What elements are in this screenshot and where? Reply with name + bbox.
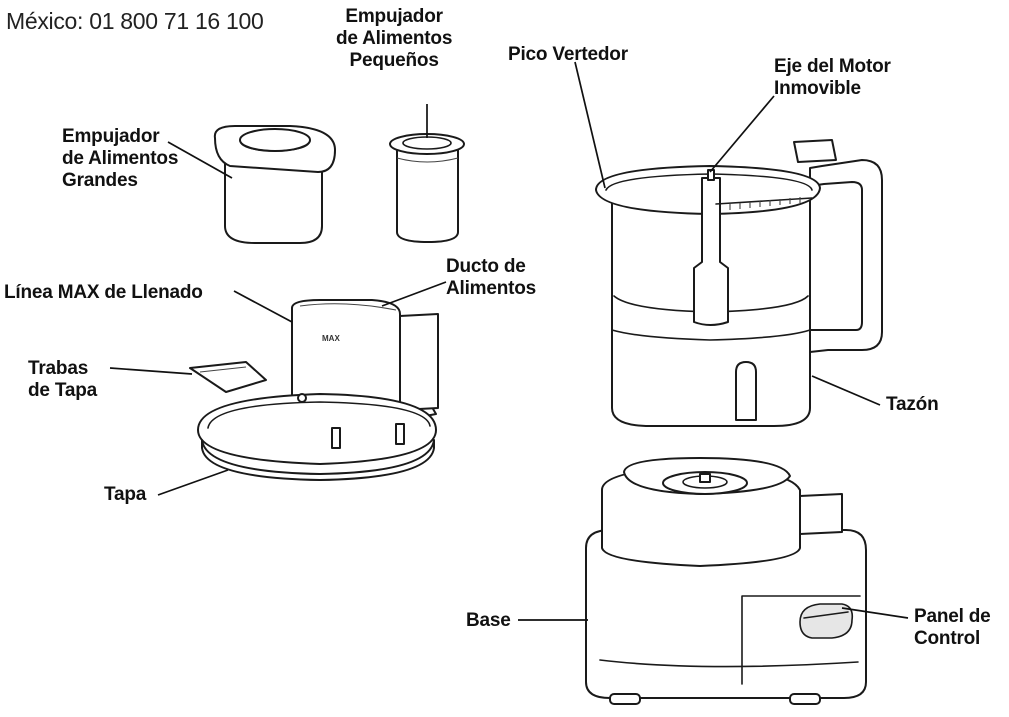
bowl xyxy=(595,139,883,427)
base xyxy=(585,457,867,705)
lid-assembly xyxy=(189,299,439,481)
phone-number: México: 01 800 71 16 100 xyxy=(6,8,264,34)
label-control-panel: Panel de Control xyxy=(914,606,991,649)
label-max-fill-line: Línea MAX de Llenado xyxy=(4,282,203,303)
small-food-pusher xyxy=(389,133,465,243)
label-pour-spout: Pico Vertedor xyxy=(508,44,628,65)
label-motor-shaft: Eje del Motor Inmovible xyxy=(774,56,891,99)
leader-lines xyxy=(109,61,909,621)
label-bowl: Tazón xyxy=(886,394,939,415)
label-small-food-pusher: Empujador de Alimentos Pequeños xyxy=(336,6,453,71)
label-large-food-pusher: Empujador de Alimentos Grandes xyxy=(62,126,179,191)
label-lid: Tapa xyxy=(104,484,147,505)
label-lid-latches: Trabas de Tapa xyxy=(28,358,97,401)
label-base: Base xyxy=(466,610,511,631)
max-mark: MAX xyxy=(322,334,340,343)
large-food-pusher xyxy=(213,125,336,244)
label-food-chute: Ducto de Alimentos xyxy=(446,256,537,299)
